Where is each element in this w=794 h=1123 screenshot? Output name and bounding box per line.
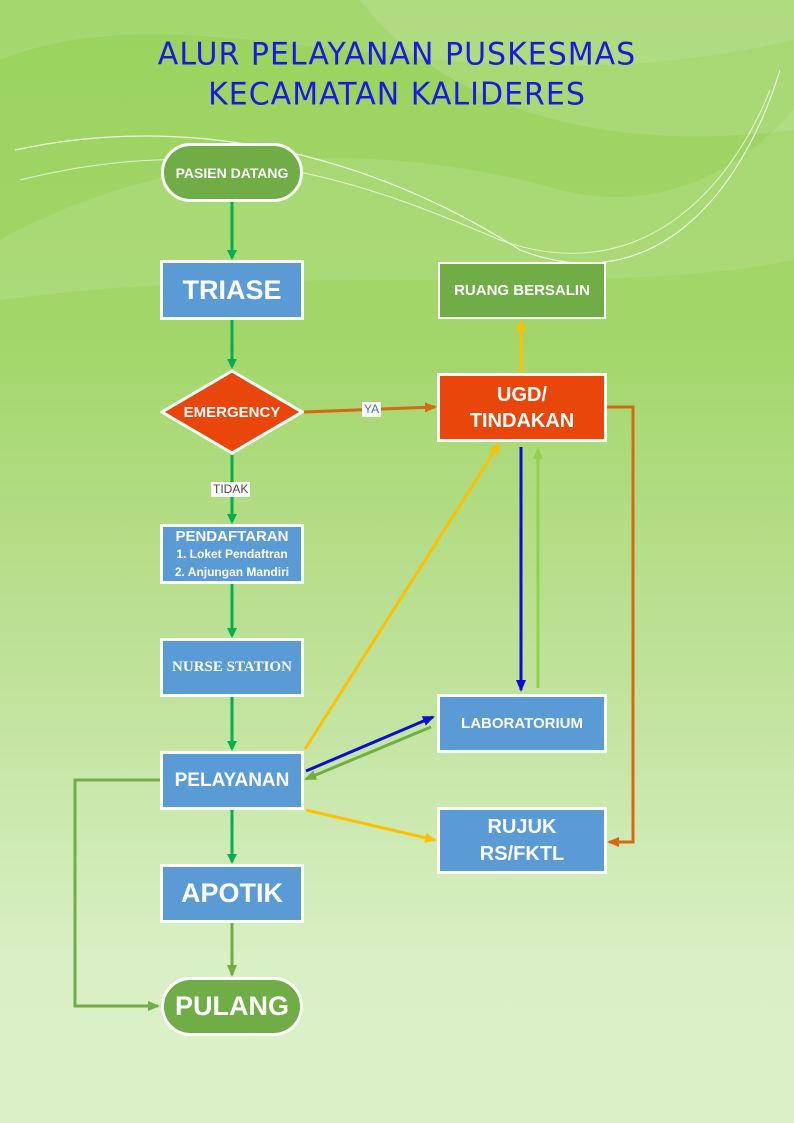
node-pelayanan-label: PELAYANAN — [174, 769, 290, 791]
edge-pelayanan-pulang — [73, 778, 160, 1011]
page-title-line2: KECAMATAN KALIDERES — [208, 76, 586, 113]
node-pulang: PULANG — [161, 977, 303, 1036]
node-nurse-station-label: NURSE STATION — [172, 659, 292, 675]
node-rujuk: RUJUK RS/FKTL — [437, 807, 607, 874]
node-ruang-bersalin: RUANG BERSALIN — [438, 262, 606, 319]
edge-pelayanan-rujuk — [305, 808, 437, 843]
edge-label-tidak: TIDAK — [211, 482, 251, 497]
edge-ugd-rujuk — [607, 405, 635, 847]
node-pendaftaran-item: 2. Anjungan Mandiri — [174, 564, 290, 579]
node-triase-label: TRIASE — [182, 274, 282, 305]
node-apotik-label: APOTIK — [180, 878, 283, 908]
node-emergency-label: EMERGENCY — [183, 403, 281, 421]
decision-diamond-shape — [159, 369, 305, 455]
edge-pelayanan-lab — [305, 715, 435, 773]
node-rujuk-line2: RS/FKTL — [479, 842, 565, 865]
edge-lab-pelayanan — [304, 725, 432, 781]
node-triase: TRIASE — [160, 260, 304, 320]
node-apotik: APOTIK — [160, 864, 304, 923]
node-pendaftaran-item: 1. Loket Pendaftran — [176, 546, 288, 561]
node-nurse-station: NURSE STATION — [160, 638, 304, 697]
node-ugd-line2: TINDAKAN — [469, 409, 575, 432]
node-laboratorium-label: LABORATORIUM — [461, 715, 583, 732]
edge-pelayanan-ugd — [303, 442, 501, 750]
node-pulang-label: PULANG — [175, 991, 289, 1021]
node-pendaftaran: PENDAFTARAN 1. Loket Pendaftran 2. Anjun… — [160, 524, 304, 584]
node-pelayanan: PELAYANAN — [160, 751, 304, 810]
edge-label-ya: YA — [362, 402, 382, 417]
node-emergency: EMERGENCY — [159, 369, 305, 455]
node-rujuk-line1: RUJUK — [487, 815, 557, 838]
page-title-line1: ALUR PELAYANAN PUSKESMAS — [157, 36, 637, 73]
node-ugd-tindakan: UGD/ TINDAKAN — [437, 373, 607, 442]
node-laboratorium: LABORATORIUM — [437, 694, 607, 753]
node-pasien-datang-label: PASIEN DATANG — [175, 164, 289, 181]
node-ruang-bersalin-label: RUANG BERSALIN — [454, 282, 590, 299]
node-pasien-datang: PASIEN DATANG — [161, 143, 303, 202]
node-ugd-line1: UGD/ — [497, 383, 547, 406]
node-pendaftaran-title: PENDAFTARAN — [175, 527, 289, 545]
